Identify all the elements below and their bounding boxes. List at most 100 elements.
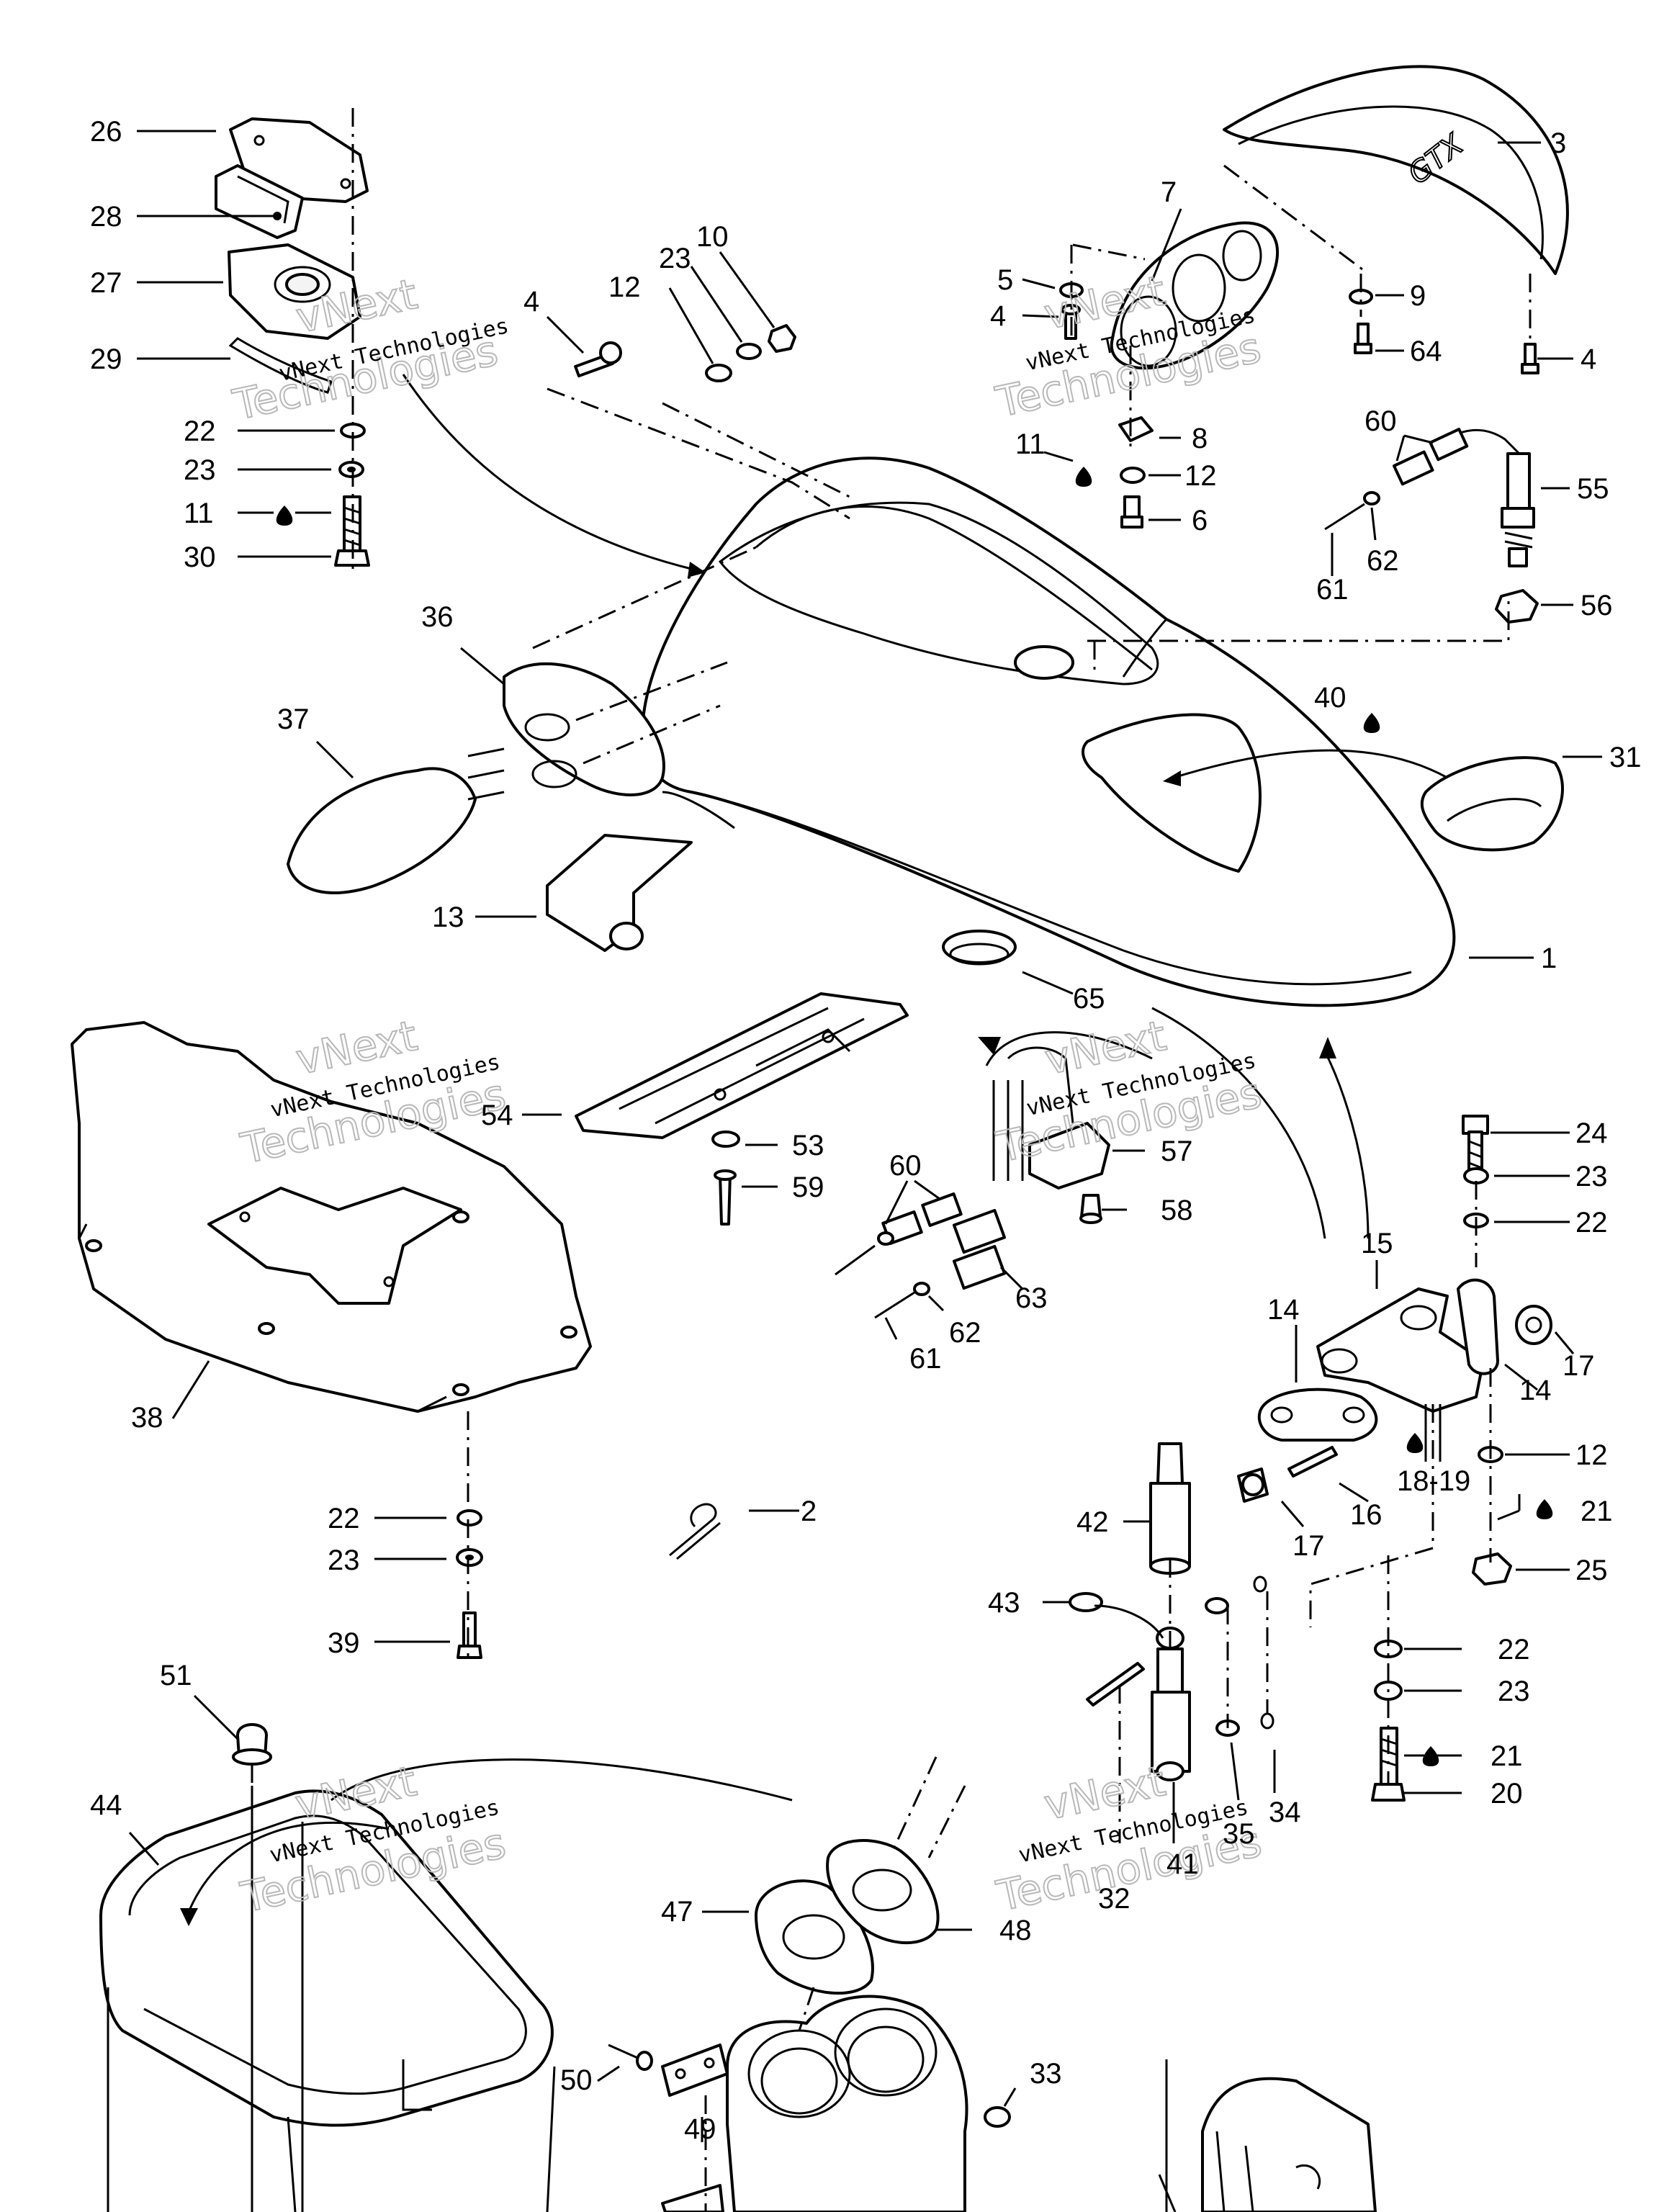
rivet-59-part [714,1169,737,1226]
screw-58-part [1079,1194,1102,1224]
nut-56-part [1495,589,1539,624]
plug-51-part [232,1723,272,1766]
screw-4c-part [1521,343,1539,374]
part-callout: 13 [432,902,464,933]
part-callout: 42 [1076,1506,1109,1538]
nut-10-part [768,324,796,353]
part-callout: 35 [1223,1818,1255,1850]
part-callout: 17 [1563,1350,1595,1382]
cable-tie-part [669,1503,721,1560]
part-callout: 51 [160,1660,192,1691]
connector-63-part [952,1208,1007,1290]
connector-60-part [1393,428,1469,486]
part-callout: 61 [1316,574,1349,606]
part-callout: 43 [988,1587,1020,1619]
bushing-17b-part [1237,1467,1269,1503]
part-callout: 40 [1314,682,1346,714]
lubricant-icon [276,505,293,526]
part-callout: 4 [990,300,1006,332]
part-callout: 26 [90,116,122,148]
part-callout: 59 [792,1172,824,1203]
part-callout: 62 [949,1317,981,1349]
nut-8-part [1118,416,1154,442]
part-callout: 2 [801,1496,817,1527]
lubricant-icon [1422,1746,1439,1766]
lubricant-icon [1363,713,1380,733]
part-callout: 38 [131,1402,163,1434]
part-callout: 11 [184,498,214,529]
pin-61c-part [874,1291,915,1319]
part-callout: 1 [1541,943,1557,974]
part-callout: 36 [421,601,454,633]
rivet-50-part [608,2044,653,2071]
part-callout: 60 [889,1150,922,1182]
lamp-socket-part [287,747,505,894]
nut-25-part [1472,1552,1512,1586]
bushing-17-part [1515,1305,1552,1345]
washer-12-part [705,364,732,382]
part-callout: 16 [1350,1499,1382,1531]
module-57-part [992,1046,1110,1190]
main-body-part [641,457,1456,1007]
l-bracket-part [546,834,693,952]
part-callout: 20 [1491,1778,1523,1809]
rear-cover-part [1420,756,1564,852]
part-callout: 4 [1581,343,1596,375]
part-callout: 48 [999,1915,1032,1946]
lid-48-part [826,1839,940,1945]
part-callout: 8 [1192,423,1208,454]
link-arm-part [1257,1388,1378,1442]
seal-62c-part [913,1282,930,1296]
part-callout: 60 [1364,405,1397,437]
pin-61-part [1324,503,1365,531]
part-callout: 5 [997,264,1013,296]
temp-sensor-part [1439,428,1535,567]
shock-lower-part [1151,1627,1191,1781]
latch-housing-part [228,243,361,340]
part-callout: 41 [1166,1848,1199,1880]
part-callout: 28 [90,201,122,233]
washer-33-part [984,2106,1011,2128]
clip-34-part [1253,1575,1267,1593]
lubricant-icon [1536,1499,1553,1519]
part-callout: 22 [328,1503,360,1534]
part-callout: 14 [1519,1375,1552,1406]
part-callout: 22 [184,415,216,447]
lubricant-icon [1406,1433,1424,1453]
leader-lines [128,130,1602,2142]
part-callout: 37 [277,703,310,735]
screw-64-part [1354,323,1372,354]
lubricant-symbols [276,467,1553,1766]
part-callout: 6 [1192,505,1208,536]
link-arm-b-part [1457,1278,1499,1375]
part-callout: 3 [1550,127,1566,159]
part-callout: 61 [909,1343,942,1375]
part-callout: 53 [792,1130,824,1161]
part-callout: 22 [1575,1207,1608,1238]
part-callout: 23 [1498,1676,1530,1707]
part-callout: 58 [1161,1195,1193,1226]
part-callout: 9 [1410,280,1426,312]
washer-23-part [736,343,762,360]
part-callout: 18-19 [1397,1465,1470,1497]
latch-part [215,164,304,239]
part-callout: 29 [90,343,122,375]
part-callout: 30 [184,541,216,573]
pin-61b-part [835,1244,876,1276]
part-callout: 23 [1575,1161,1608,1192]
part-callout: 10 [696,221,729,253]
part-callout: 12 [1575,1439,1608,1471]
part-callout: 23 [184,454,216,486]
part-callout: 24 [1575,1118,1608,1149]
part-callout: 31 [1609,742,1642,773]
washer-12b-part [1120,467,1146,484]
part-callout: 54 [481,1100,513,1131]
pin-32-part [1086,1662,1145,1707]
part-callout: 50 [560,2064,593,2096]
lubricant-icon [1075,467,1092,487]
part-callout: 39 [328,1627,360,1659]
grommet-part [942,930,1017,966]
part-callout: 65 [1073,983,1105,1015]
part-callout: 32 [1098,1883,1130,1915]
